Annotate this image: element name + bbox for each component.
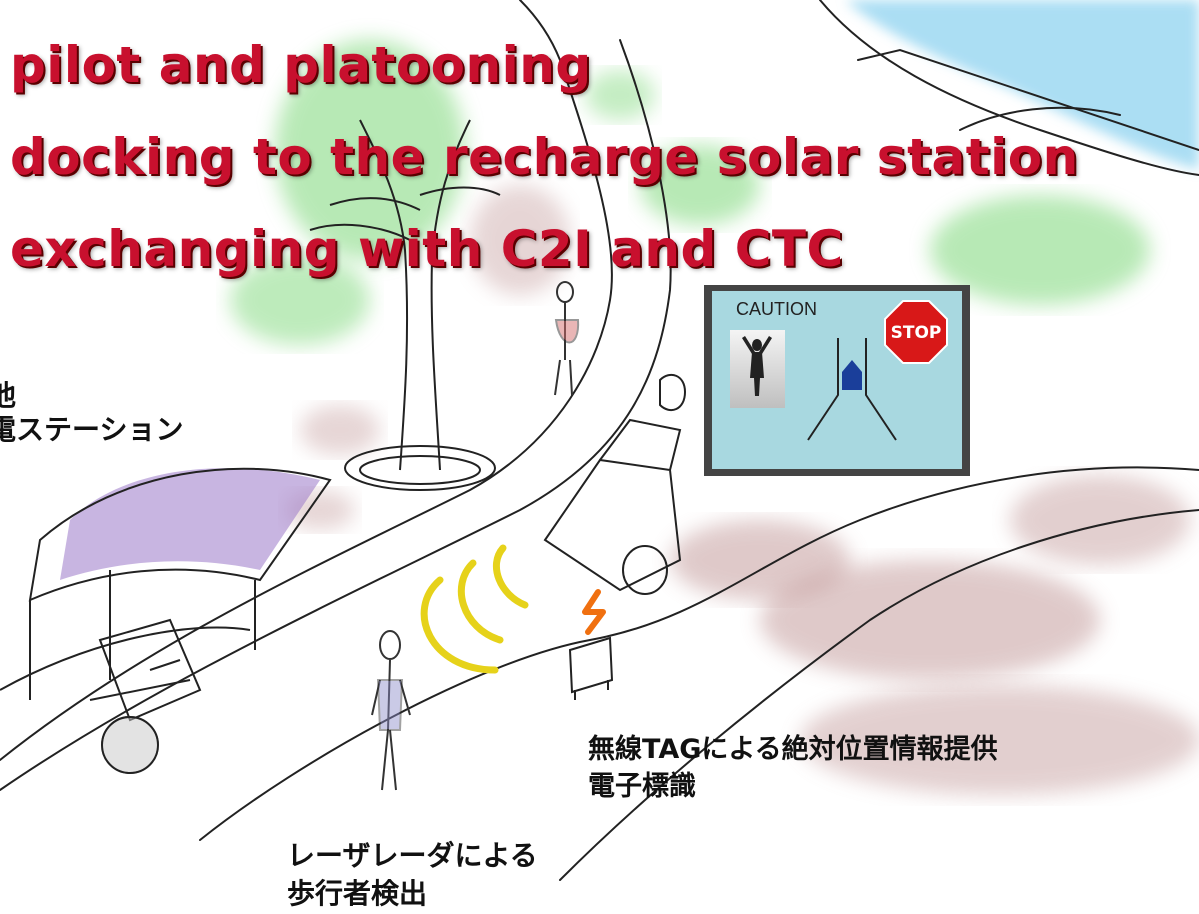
laser-label-line-2: 歩行者検出 bbox=[287, 877, 428, 910]
solar-panel bbox=[60, 468, 320, 580]
stop-sign-icon bbox=[884, 300, 948, 364]
title-line-2: docking to the recharge solar station bbox=[10, 128, 1079, 186]
pedestrian-near bbox=[371, 630, 411, 791]
ground-tint bbox=[760, 560, 1100, 680]
spark-icon bbox=[582, 589, 606, 635]
caution-text: CAUTION bbox=[736, 299, 817, 319]
laser-label-line-1: レーザレーダによる bbox=[287, 839, 538, 872]
pedestrian-far bbox=[554, 281, 580, 396]
solar-station bbox=[0, 467, 332, 700]
vehicle-marker-icon bbox=[842, 360, 862, 390]
pilot-vehicle bbox=[543, 373, 687, 595]
wireless-tag-marker bbox=[568, 636, 614, 700]
docked-vehicle bbox=[89, 618, 202, 774]
ground-tint bbox=[300, 405, 380, 455]
greenery-patch bbox=[930, 195, 1150, 305]
greenery-patch bbox=[585, 70, 655, 120]
greenery-patch bbox=[275, 40, 465, 260]
ground-tint bbox=[470, 185, 570, 295]
person-icon bbox=[742, 336, 772, 396]
ground-tint bbox=[800, 685, 1199, 795]
greenery-patch bbox=[640, 145, 760, 225]
road bbox=[0, 0, 1199, 881]
stop-text: STOP bbox=[891, 323, 942, 343]
docking-diagram-icon bbox=[807, 338, 897, 441]
radar-waves-icon bbox=[420, 544, 529, 674]
solar-station-label-line-2: 電ステーション bbox=[0, 413, 184, 446]
caution-sign: CAUTION STOP bbox=[704, 285, 970, 476]
ground-tint bbox=[1010, 475, 1190, 565]
greenery-patch bbox=[230, 255, 370, 345]
tag-label-line-1: 無線TAGによる絶対位置情報提供 bbox=[588, 734, 998, 765]
tree bbox=[309, 119, 501, 491]
background-washes bbox=[230, 0, 1199, 795]
water-patch bbox=[845, 0, 1199, 170]
title-line-3: exchanging with C2I and CTC bbox=[10, 220, 844, 278]
title-line-1: pilot and platooning bbox=[10, 36, 592, 94]
tag-label-line-2: 電子標識 bbox=[588, 771, 696, 802]
solar-station-label-line-1: 池 bbox=[0, 379, 17, 412]
